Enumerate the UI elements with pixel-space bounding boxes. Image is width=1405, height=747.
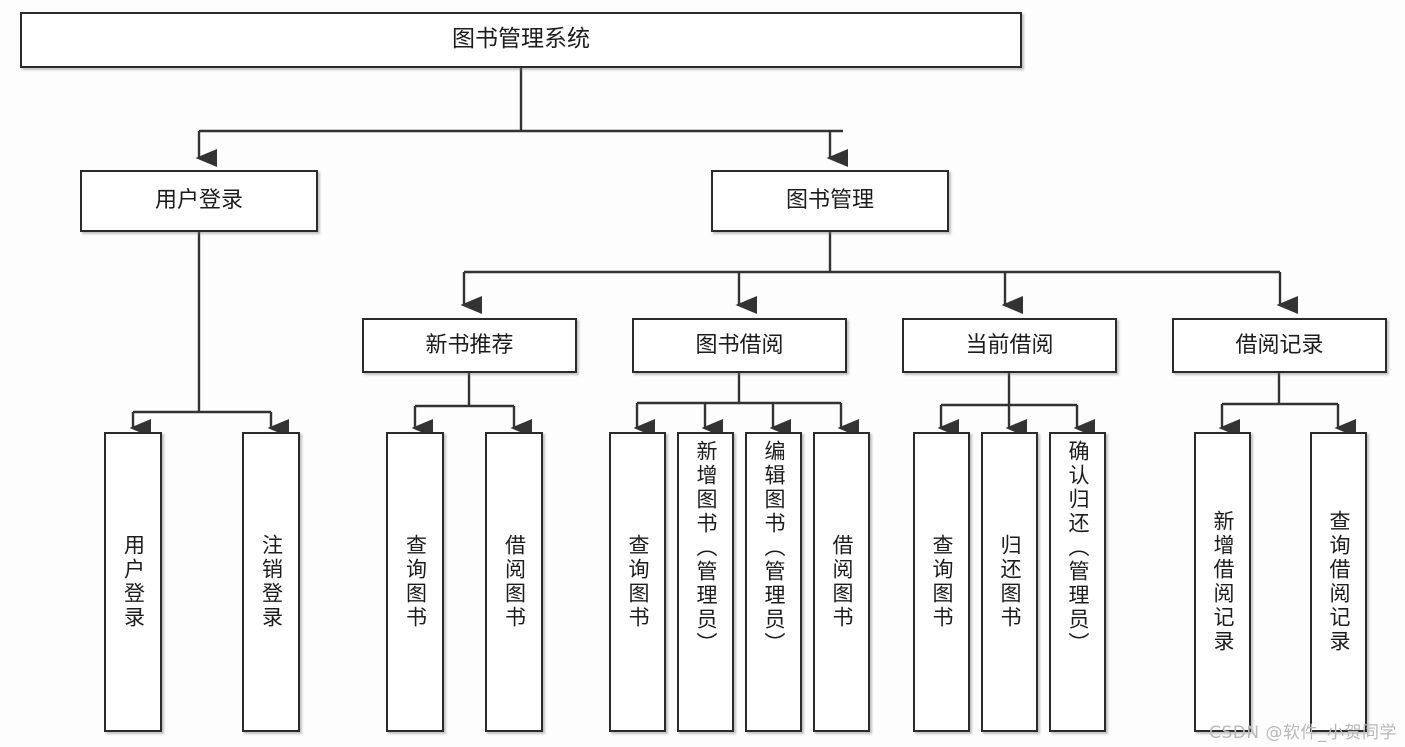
node-current-borrow[interactable]: 当前借阅: [902, 318, 1117, 373]
node-label: 查询借阅记录: [1327, 510, 1351, 654]
node-label: 图书管理系统: [452, 26, 590, 53]
node-label: 图书管理: [785, 188, 874, 214]
node-leaf-query-book-borrow[interactable]: 查询图书: [609, 432, 666, 732]
node-leaf-edit-book-admin[interactable]: 编辑图书（管理员）: [745, 432, 802, 732]
node-label: 新增图书（管理员）: [694, 440, 718, 656]
node-book-management[interactable]: 图书管理: [711, 170, 949, 232]
node-leaf-confirm-return-admin[interactable]: 确认归还（管理员）: [1049, 432, 1106, 732]
node-user-login[interactable]: 用户登录: [80, 170, 318, 232]
node-label: 新增借阅记录: [1211, 510, 1235, 654]
node-label: 图书借阅: [695, 332, 784, 358]
node-leaf-add-borrow-record[interactable]: 新增借阅记录: [1194, 432, 1251, 732]
node-leaf-logout[interactable]: 注销登录: [242, 432, 300, 732]
node-label: 注销登录: [259, 534, 284, 630]
node-leaf-borrow-book-recommend[interactable]: 借阅图书: [485, 432, 543, 732]
node-leaf-add-book-admin[interactable]: 新增图书（管理员）: [677, 432, 734, 732]
node-label: 编辑图书（管理员）: [762, 440, 786, 656]
node-label: 归还图书: [998, 534, 1022, 630]
node-label: 新书推荐: [425, 332, 514, 358]
watermark-text: CSDN @软件_小贺同学: [1209, 723, 1397, 743]
node-label: 当前借阅: [965, 332, 1054, 358]
node-leaf-return-book[interactable]: 归还图书: [981, 432, 1038, 732]
node-label: 查询图书: [626, 534, 650, 630]
node-label: 借阅记录: [1235, 332, 1324, 358]
node-leaf-query-book-current[interactable]: 查询图书: [913, 432, 970, 732]
node-new-book-recommend[interactable]: 新书推荐: [362, 318, 577, 373]
node-label: 用户登录: [154, 188, 243, 214]
node-label: 借阅图书: [830, 534, 854, 630]
node-leaf-user-login[interactable]: 用户登录: [104, 432, 162, 732]
node-label: 用户登录: [121, 534, 146, 630]
node-leaf-borrow-book[interactable]: 借阅图书: [813, 432, 870, 732]
node-label: 查询图书: [930, 534, 954, 630]
node-root-book-management-system[interactable]: 图书管理系统: [20, 12, 1022, 68]
node-leaf-query-borrow-record[interactable]: 查询借阅记录: [1310, 432, 1367, 732]
node-borrow-record[interactable]: 借阅记录: [1172, 318, 1387, 373]
node-label: 借阅图书: [502, 534, 527, 630]
node-leaf-query-book-recommend[interactable]: 查询图书: [386, 432, 444, 732]
node-label: 查询图书: [403, 534, 428, 630]
node-label: 确认归还（管理员）: [1066, 440, 1090, 656]
node-book-borrow[interactable]: 图书借阅: [632, 318, 847, 373]
